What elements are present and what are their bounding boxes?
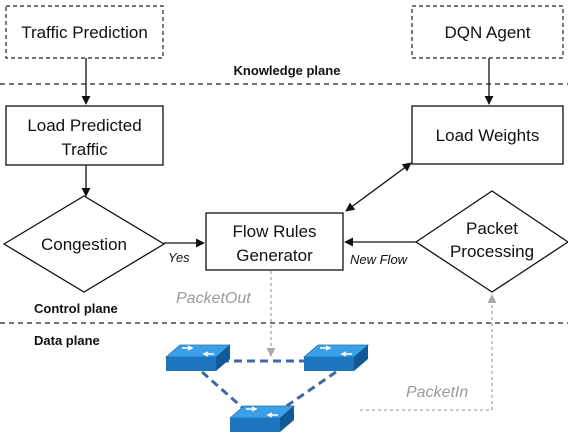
control-plane-label: Control plane bbox=[34, 301, 118, 316]
packet-processing-decision: Packet Processing bbox=[414, 190, 568, 293]
packet-in-label: PacketIn bbox=[406, 384, 468, 401]
knowledge-plane-label: Knowledge plane bbox=[234, 63, 341, 78]
yes-edge-label: Yes bbox=[168, 250, 190, 265]
congestion-decision: Congestion bbox=[2, 195, 166, 293]
network-switch-icon-left bbox=[164, 344, 232, 371]
packet-processing-label-line1: Packet bbox=[466, 219, 518, 238]
network-switch-icon-right bbox=[302, 344, 370, 371]
packet-in-arrow bbox=[360, 294, 497, 411]
flow-rules-generator-label-line1: Flow Rules bbox=[232, 222, 316, 241]
load-predicted-traffic-label-line1: Load Predicted bbox=[27, 116, 141, 135]
data-plane-label: Data plane bbox=[34, 333, 100, 348]
dqn-agent-label: DQN Agent bbox=[445, 23, 531, 42]
flow-rules-generator-node: Flow Rules Generator bbox=[205, 212, 344, 271]
traffic-prediction-label: Traffic Prediction bbox=[21, 23, 148, 42]
congestion-label: Congestion bbox=[41, 235, 127, 254]
flow-rules-generator-label-line2: Generator bbox=[236, 246, 313, 265]
new-flow-edge-label: New Flow bbox=[350, 252, 409, 267]
dqn-agent-node: DQN Agent bbox=[411, 5, 564, 59]
packet-out-label: PacketOut bbox=[176, 290, 251, 307]
network-switch-icon-bottom bbox=[228, 405, 296, 432]
traffic-prediction-node: Traffic Prediction bbox=[5, 5, 164, 59]
load-weights-label: Load Weights bbox=[436, 126, 540, 145]
arrow-load-weights-flow-rules bbox=[345, 162, 412, 212]
packet-processing-label-line2: Processing bbox=[450, 242, 534, 261]
load-predicted-traffic-node: Load Predicted Traffic bbox=[5, 105, 164, 166]
load-weights-node: Load Weights bbox=[411, 105, 564, 165]
load-predicted-traffic-label-line2: Traffic bbox=[61, 140, 108, 159]
